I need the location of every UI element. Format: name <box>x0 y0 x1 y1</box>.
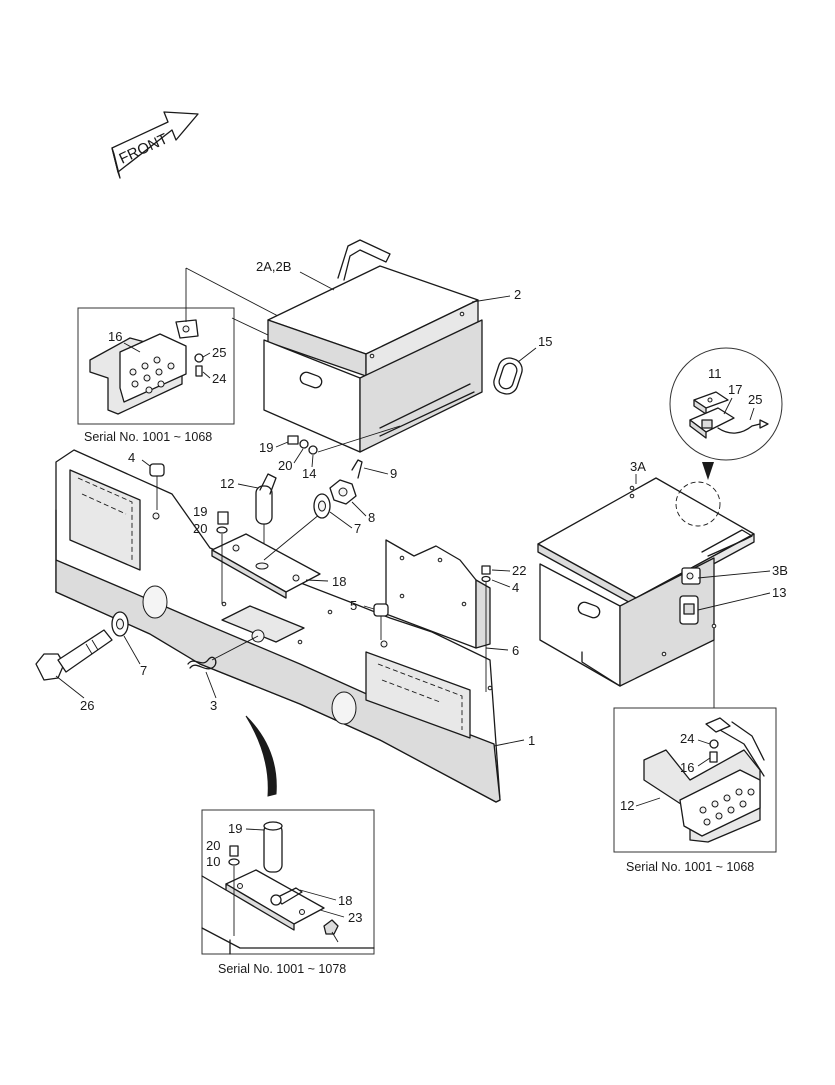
callout-17: 25 <box>748 392 762 407</box>
callout-25-right: 24 <box>680 731 694 746</box>
bolt-4-left: 4 <box>128 450 165 510</box>
zoom-pointer <box>702 462 714 480</box>
callout-4-right: 5 <box>350 598 357 613</box>
callout-6: 26 <box>80 698 94 713</box>
pin-12: 12 <box>220 473 277 560</box>
callout-14: 14 <box>302 466 316 481</box>
callout-2a2b: 2A,2B <box>256 259 291 274</box>
callout-20-bottom: 10 <box>206 854 220 869</box>
callout-19-plate: 19 <box>193 504 207 519</box>
nut-washer-upper: 8 7 <box>313 479 375 536</box>
callout-3b: 13 <box>772 585 786 600</box>
inset-caption-bottom: Serial No. 1001 ~ 1078 <box>218 962 346 976</box>
inset-caption-right: Serial No. 1001 ~ 1068 <box>626 860 754 874</box>
inset-caption-top-left: Serial No. 1001 ~ 1068 <box>84 430 212 444</box>
callout-5: 6 <box>512 643 519 658</box>
zoom-circle <box>675 481 721 527</box>
callout-18-bottom: 23 <box>348 910 362 925</box>
bolt-6-washer-7: 26 7 <box>35 611 147 713</box>
callout-1: 1 <box>528 733 535 748</box>
callout-26: 3 <box>210 698 217 713</box>
callout-15: 15 <box>538 334 552 349</box>
bolt-21-22: 22 4 <box>481 563 526 692</box>
callout-19-bottom: 20 <box>206 838 220 853</box>
bolt-group-upper: 19 20 14 <box>259 425 401 481</box>
callout-16-right: 12 <box>620 798 634 813</box>
callout-25-top: 25 <box>212 345 226 360</box>
bolt-4-right: 5 <box>350 598 389 640</box>
callout-12-bottom: 19 <box>228 821 242 836</box>
latch-3a-3b: 3B 13 <box>679 563 788 625</box>
callout-16-top: 16 <box>108 329 122 344</box>
callout-18-main: 18 <box>332 574 346 589</box>
callout-2: 2 <box>514 287 521 302</box>
counterweight-1: 1 <box>55 449 535 803</box>
clip-26: 3 <box>187 635 259 713</box>
inset-step-top-left: 16 25 24 Serial No. 1001 ~ 1068 <box>77 307 235 444</box>
bolt-group-plate: 19 20 <box>193 504 229 604</box>
callout-3: 3A <box>630 459 646 474</box>
callout-7-upper: 7 <box>354 521 361 536</box>
callout-7-lower: 7 <box>140 663 147 678</box>
detail-lock-circle: 11 17 25 <box>669 347 783 461</box>
callout-24-right: 16 <box>680 760 694 775</box>
callout-10: 18 <box>338 893 352 908</box>
callout-24-top: 24 <box>212 371 226 386</box>
seal-15: 15 <box>493 334 552 395</box>
pin-9: 9 <box>351 459 397 481</box>
pointer-to-bottom-inset <box>245 715 277 797</box>
callout-9: 9 <box>390 466 397 481</box>
callout-11: 17 <box>728 382 742 397</box>
callout-21: 22 <box>512 563 526 578</box>
callout-8: 8 <box>368 510 375 525</box>
toolbox-2: 2A,2B 2 <box>256 239 521 453</box>
callout-22: 4 <box>512 580 519 595</box>
plate-18: 18 <box>211 513 346 599</box>
toolbox-3: 3A <box>537 459 755 687</box>
callout-19-upper: 19 <box>259 440 273 455</box>
bracket-5: 6 <box>385 539 519 658</box>
inset-step-right: 24 16 12 Serial No. 1001 ~ 1068 <box>613 707 777 874</box>
inset-pin-bottom: 19 20 10 18 23 Serial No. 1001 ~ 1078 <box>201 809 375 976</box>
front-arrow: FRONT <box>111 111 199 179</box>
callout-20-upper: 20 <box>278 458 292 473</box>
callout-20-plate: 20 <box>193 521 207 536</box>
callout-13: 11 <box>708 366 722 381</box>
callout-3a: 3B <box>772 563 788 578</box>
callout-12-main: 12 <box>220 476 234 491</box>
callout-4-left: 4 <box>128 450 135 465</box>
